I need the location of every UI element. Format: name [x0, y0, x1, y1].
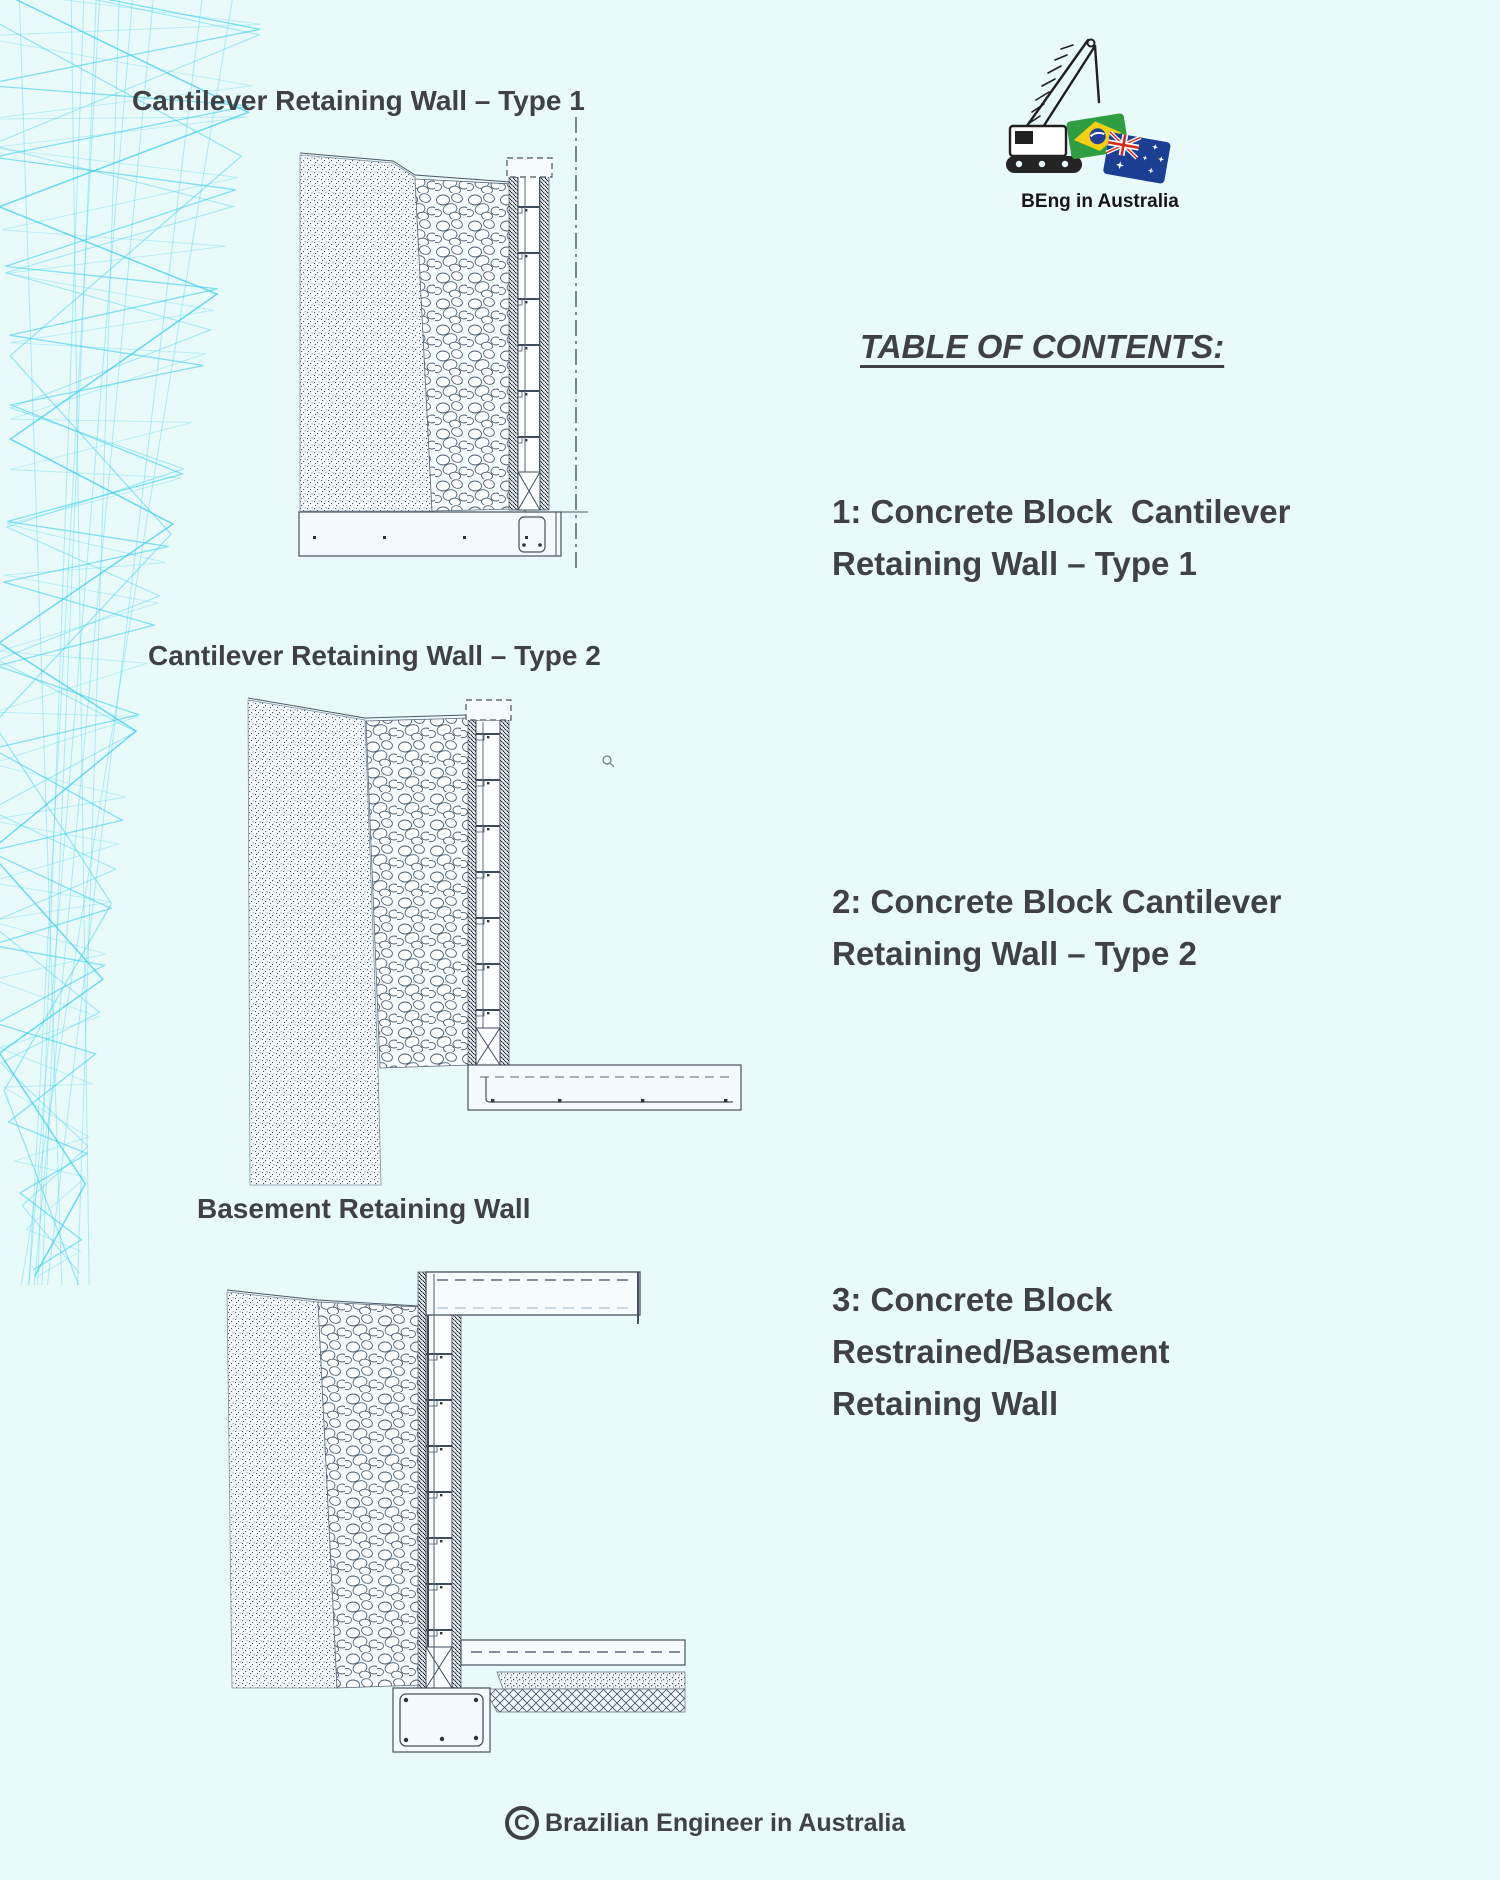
logo: BEng in Australia: [1006, 38, 1179, 212]
magnifier-cursor-icon: [602, 755, 615, 768]
drawing-cantilever-type-1: [298, 117, 588, 570]
toc-entry-1: 1: Concrete Block Cantilever Retaining W…: [832, 493, 1300, 583]
drawing-basement-wall: [226, 1271, 686, 1753]
toc-entry-3: 3: Concrete Block Restrained/Basement Re…: [832, 1281, 1179, 1423]
figure-caption-type-1: Cantilever Retaining Wall – Type 1: [132, 85, 585, 116]
copyright-icon: C: [505, 1806, 539, 1840]
logo-caption: BEng in Australia: [1021, 191, 1179, 212]
crane-icon: [1006, 38, 1101, 173]
figure-caption-type-2: Cantilever Retaining Wall – Type 2: [148, 640, 601, 671]
footer: C Brazilian Engineer in Australia: [505, 1806, 905, 1840]
australia-flag-icon: [1103, 130, 1171, 184]
toc-title: TABLE OF CONTENTS:: [860, 328, 1225, 365]
toc-entry-2: 2: Concrete Block Cantilever Retaining W…: [832, 883, 1291, 973]
footer-text: Brazilian Engineer in Australia: [545, 1808, 906, 1837]
figure-caption-basement: Basement Retaining Wall: [197, 1193, 531, 1224]
drawing-cantilever-type-2: [247, 697, 742, 1186]
